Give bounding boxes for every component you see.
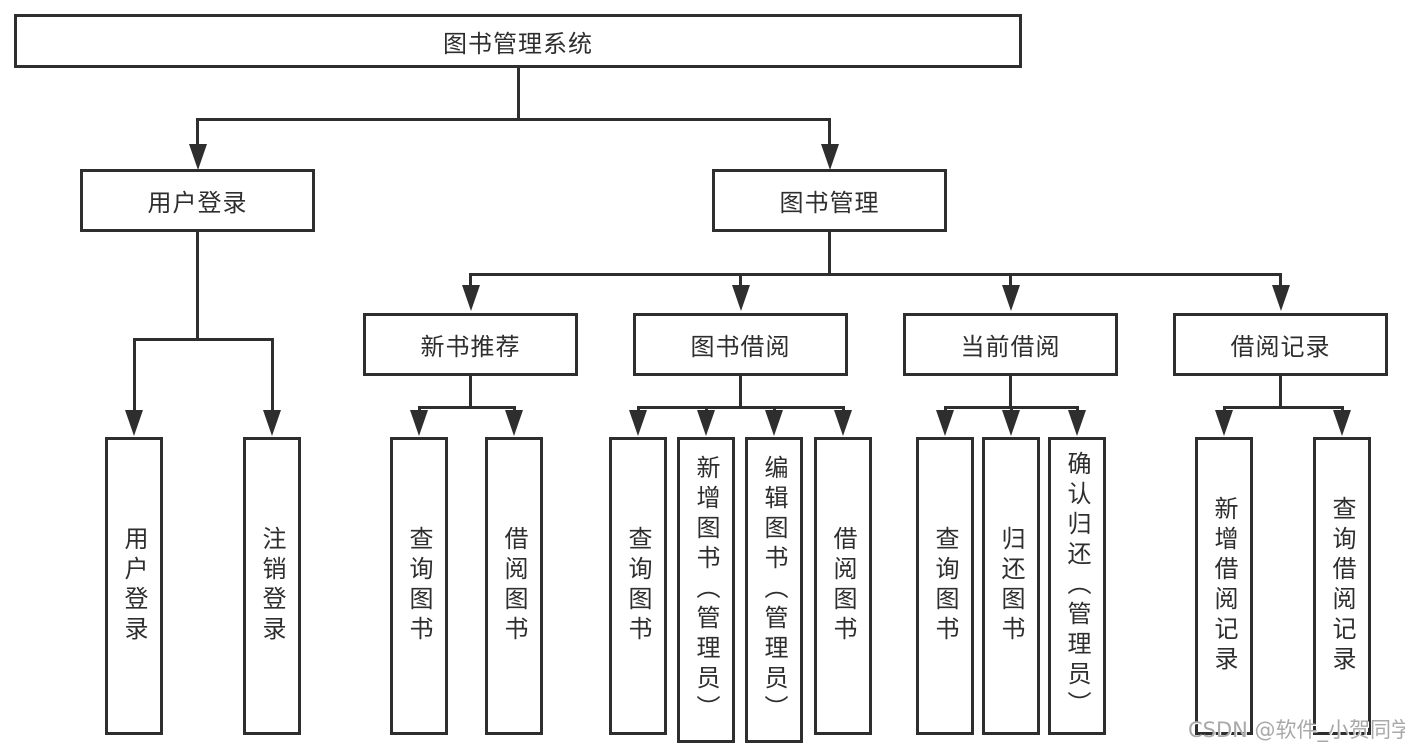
connector-line (517, 68, 520, 121)
arrowhead-icon (697, 410, 715, 436)
connector-line (1279, 273, 1282, 287)
leaf-query-books-recommend: 查询图书 (390, 437, 448, 735)
leaf-edit-books-admin: 编辑图书（管理员） (745, 437, 803, 743)
node-current-borrowing: 当前借阅 (903, 313, 1118, 376)
node-label: 用户登录 (147, 189, 248, 217)
leaf-label: 查询借阅记录 (1328, 496, 1356, 676)
arrowhead-icon (125, 410, 143, 436)
leaf-label: 查询图书 (405, 526, 433, 646)
connector-line (739, 273, 742, 287)
connector-line (469, 273, 472, 287)
connector-line (739, 376, 742, 409)
node-label: 新书推荐 (420, 333, 521, 361)
leaf-logout: 注销登录 (243, 437, 301, 735)
leaf-label: 编辑图书（管理员） (760, 455, 788, 725)
arrowhead-icon (1272, 285, 1290, 311)
connector-line (1279, 376, 1282, 409)
leaf-query-borrow-record: 查询借阅记录 (1313, 437, 1371, 735)
arrowhead-icon (1002, 285, 1020, 311)
connector-line (271, 338, 274, 412)
connector-line (133, 338, 274, 341)
connector-line (1009, 273, 1012, 287)
connector-line (469, 376, 472, 409)
node-book-borrowing: 图书借阅 (633, 313, 848, 376)
arrowhead-icon (936, 410, 954, 436)
leaf-label: 归还图书 (997, 526, 1025, 646)
arrowhead-icon (1215, 410, 1233, 436)
leaf-return-books: 归还图书 (982, 437, 1040, 735)
node-label: 当前借阅 (960, 333, 1061, 361)
node-new-book-recommend: 新书推荐 (363, 313, 578, 376)
leaf-borrow-books: 借阅图书 (814, 437, 872, 735)
connector-line (418, 406, 516, 409)
arrowhead-icon (821, 144, 839, 170)
arrowhead-icon (1002, 410, 1020, 436)
leaf-user-login: 用户登录 (105, 437, 163, 735)
leaf-borrow-books-recommend: 借阅图书 (485, 437, 543, 735)
leaf-label: 确认归还（管理员） (1063, 451, 1091, 721)
leaf-confirm-return-admin: 确认归还（管理员） (1048, 437, 1106, 735)
arrowhead-icon (1068, 410, 1086, 436)
node-user-login: 用户登录 (80, 169, 315, 232)
leaf-label: 注销登录 (258, 526, 286, 646)
node-label: 图书管理系统 (443, 29, 593, 58)
connector-line (828, 118, 831, 146)
leaf-label: 借阅图书 (829, 526, 857, 646)
leaf-label: 新增借阅记录 (1210, 496, 1238, 676)
leaf-label: 新增图书（管理员） (692, 455, 720, 725)
arrowhead-icon (462, 285, 480, 311)
leaf-label: 用户登录 (120, 526, 148, 646)
leaf-query-books-borrowing: 查询图书 (609, 437, 667, 735)
watermark: CSDN @软件_小贺同学 (1188, 718, 1405, 742)
arrowhead-icon (1333, 410, 1351, 436)
leaf-label: 借阅图书 (500, 526, 528, 646)
connector-line (1009, 376, 1012, 409)
node-label: 图书管理 (779, 189, 880, 217)
leaf-label: 查询图书 (624, 526, 652, 646)
arrowhead-icon (505, 410, 523, 436)
arrowhead-icon (189, 144, 207, 170)
connector-line (196, 232, 199, 341)
connector-line (133, 338, 136, 412)
node-borrowing-records: 借阅记录 (1173, 313, 1388, 376)
arrowhead-icon (765, 410, 783, 436)
arrowhead-icon (629, 410, 647, 436)
connector-line (1223, 406, 1344, 409)
leaf-label: 查询图书 (931, 526, 959, 646)
node-book-management: 图书管理 (712, 169, 947, 232)
arrowhead-icon (410, 410, 428, 436)
leaf-query-books-current: 查询图书 (916, 437, 974, 735)
connector-line (196, 118, 831, 121)
arrowhead-icon (263, 410, 281, 436)
arrowhead-icon (732, 285, 750, 311)
connector-line (828, 232, 831, 276)
connector-line (196, 118, 199, 146)
connector-line (637, 406, 845, 409)
leaf-add-books-admin: 新增图书（管理员） (677, 437, 735, 743)
leaf-add-borrow-record: 新增借阅记录 (1195, 437, 1253, 735)
connector-line (469, 273, 1282, 276)
node-label: 图书借阅 (690, 333, 791, 361)
node-label: 借阅记录 (1230, 333, 1331, 361)
node-library-system: 图书管理系统 (14, 14, 1022, 68)
arrowhead-icon (834, 410, 852, 436)
